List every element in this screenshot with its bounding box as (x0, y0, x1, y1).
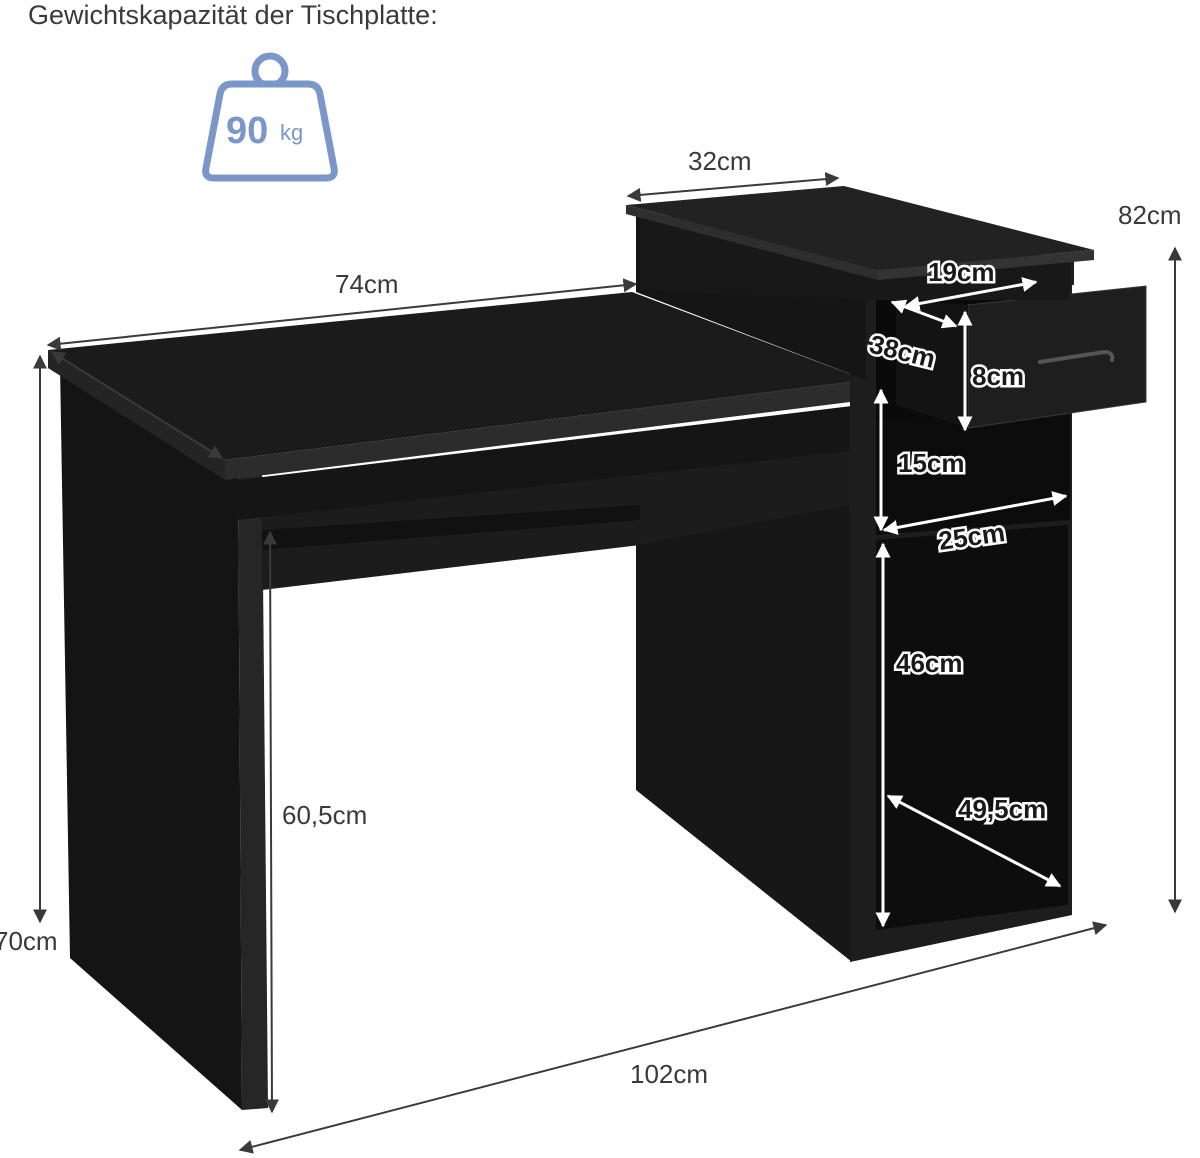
weight-unit: kg (280, 120, 303, 145)
label-desk-height: 70cm (0, 926, 58, 956)
desktop-front-edge (225, 380, 866, 480)
label-total-height: 82cm (1118, 200, 1182, 230)
label-drawer-width: 19cm (928, 257, 995, 287)
under-shelf (238, 405, 860, 520)
label-knee-height: 60,5cm (282, 800, 367, 830)
label-cabinet-height: 46cm (896, 648, 963, 678)
left-side-panel (60, 365, 242, 1110)
hutch-top-edge (626, 205, 878, 280)
label-shelf-height: 15cm (898, 448, 965, 478)
drawer-handle (1038, 349, 1115, 364)
dim-line-desk-length (46, 278, 638, 351)
hutch-top-surface (626, 186, 1094, 270)
lower-compartment (876, 525, 1068, 930)
apron-shadow (262, 505, 640, 550)
desk-drawing (48, 186, 1147, 1110)
weight-value: 90 (226, 110, 268, 152)
label-cabinet-depth: 49,5cm (958, 794, 1046, 824)
label-desk-depth: 74cm (335, 269, 399, 299)
capacity-heading: Gewichtskapazität der Tischplatte: (28, 0, 438, 30)
dim-line-drawer-depth (890, 299, 958, 329)
label-total-width: 102cm (630, 1059, 708, 1089)
dim-line-shelf-width (882, 491, 1068, 535)
inner-dimensions: 19cm 38cm 8cm 15cm 25cm 46cm 49,5cm (864, 255, 1068, 928)
weight-icon: 90 kg (202, 52, 338, 182)
hutch-top-front-edge (878, 250, 1094, 280)
dim-line-desk-side (50, 351, 224, 459)
label-drawer-height: 8cm (972, 361, 1024, 391)
drawer-side (896, 300, 968, 428)
label-top-unit-width: 32cm (688, 146, 752, 176)
outer-dimensions: 32cm 82cm 74cm 70cm 60,5cm 102cm (0, 146, 1182, 1154)
cabinet-side (636, 505, 852, 962)
dim-line-knee-height (263, 530, 279, 1114)
dim-line-cabinet-depth (886, 794, 1062, 888)
dim-line-total-width (238, 921, 1108, 1154)
drawer-front (967, 285, 1147, 429)
dim-line-top-unit-width (626, 172, 840, 202)
